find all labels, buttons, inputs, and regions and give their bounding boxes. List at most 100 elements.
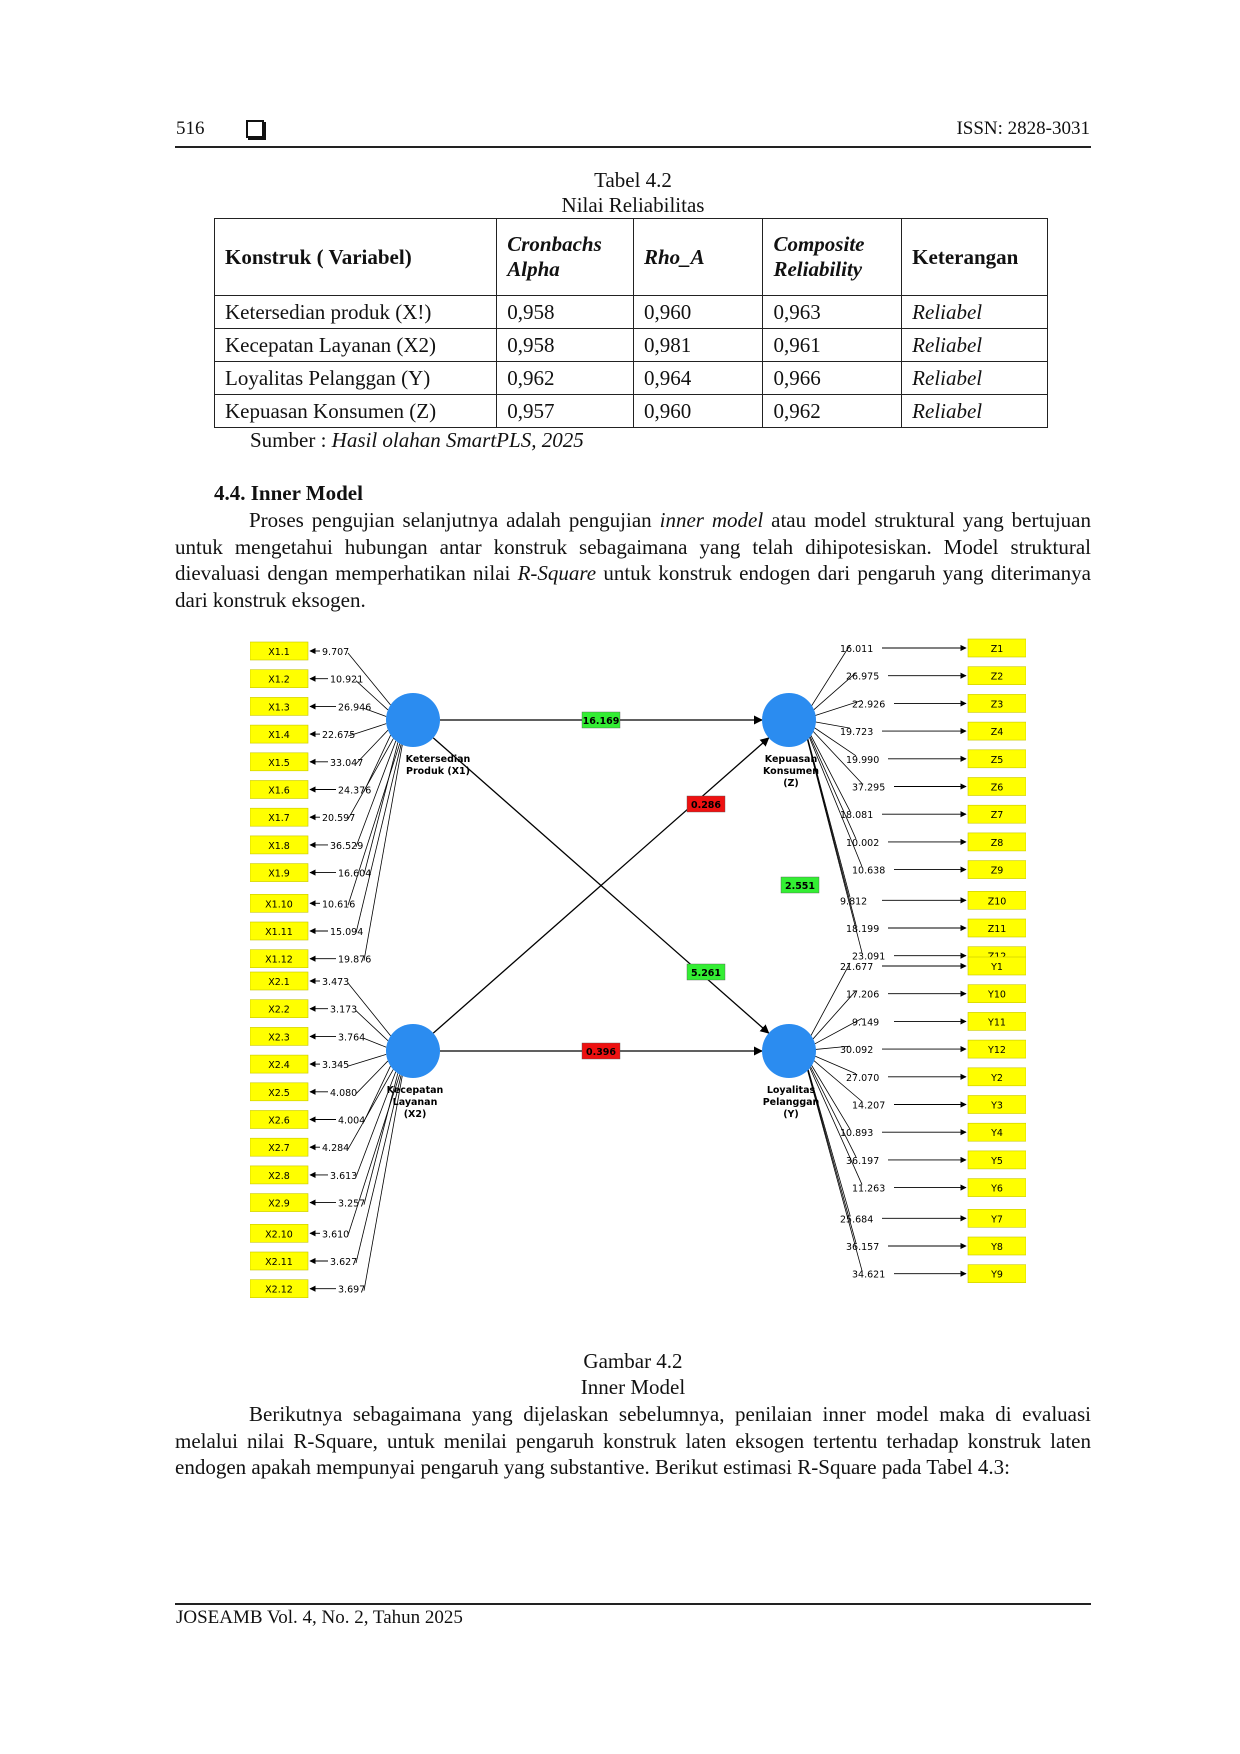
x1-indicator-box (250, 949, 309, 969)
z-loading-value: 37.295 (852, 783, 885, 794)
x2-indicator-box (250, 1110, 309, 1129)
x2-loading-value: 3.613 (330, 1171, 357, 1182)
y-loading-line (804, 990, 857, 1048)
y-indicator-box (967, 1067, 1026, 1087)
y-loading-value: 9.149 (852, 1017, 879, 1028)
path-coefficient-box (581, 711, 621, 729)
z-indicator-label: Z3 (991, 699, 1004, 710)
path-coefficient-value: 5.261 (691, 968, 721, 979)
y-indicator-box (967, 1095, 1026, 1114)
z-indicator-box (967, 860, 1026, 879)
x1-loading-value: 9.707 (322, 647, 349, 658)
x1-loading-line (355, 680, 389, 711)
header-konstruk: Konstruk ( Variabel) (213, 218, 498, 296)
x2-loading-value: 3.173 (330, 1005, 357, 1016)
z-loading-value: 22.926 (852, 699, 885, 710)
page-number: 516 (176, 118, 205, 139)
y-loading-line (804, 962, 851, 1047)
x2-loading-value: 3.257 (338, 1199, 365, 1210)
y-loading-line (804, 1061, 863, 1271)
x2-indicator-label: X2.5 (268, 1088, 290, 1099)
table-cell: 0,964 (632, 361, 764, 395)
table-caption-title: Nilai Reliabilitas (561, 193, 705, 217)
x1-indicator-label: X1.3 (268, 702, 290, 713)
table-cell: Reliabel (901, 295, 1048, 329)
construct-z-label: Konsumen (763, 766, 819, 777)
z-indicator-label: Z5 (991, 755, 1004, 766)
table-cell: Reliabel (901, 328, 1048, 362)
x1-indicator-label: X1.2 (268, 675, 290, 686)
table-cell: 0,981 (632, 328, 764, 362)
table-source-text: Hasil olahan SmartPLS, 2025 (331, 428, 584, 452)
x2-loading-line (347, 1069, 394, 1150)
x1-indicator-box (250, 669, 309, 689)
reliability-table: Konstruk ( Variabel) Cronbachs Alpha Rho… (213, 218, 1048, 428)
z-indicator-label: Z7 (991, 810, 1004, 821)
x1-indicator-label: X1.6 (268, 786, 290, 797)
table-cell: 0,958 (496, 328, 634, 362)
x2-indicator-box (250, 1027, 309, 1046)
figure-caption-number: Gambar 4.2 (583, 1349, 683, 1373)
x1-indicator-label: X1.9 (268, 869, 290, 880)
x1-loading-line (347, 723, 387, 737)
para-text: Berikutnya sebagaimana yang dijelaskan s… (175, 1402, 1091, 1479)
construct-x1-label: Ketersedian (406, 754, 471, 765)
construct-z-label: Kepuasan (765, 754, 818, 765)
z-indicator-label: Z1 (991, 644, 1004, 655)
x1-loading-value: 24.376 (338, 786, 371, 797)
z-loading-value: 10.002 (846, 838, 879, 849)
footer-rule (175, 1603, 1091, 1605)
z-loading-value: 10.638 (852, 866, 885, 877)
z-loading-line (804, 724, 851, 812)
z-indicator-label: Z2 (991, 672, 1004, 683)
x2-indicator-label: X2.2 (268, 1005, 290, 1016)
x2-loading-value: 3.627 (330, 1257, 357, 1268)
x1-indicator-box (250, 724, 309, 744)
x2-indicator-box (250, 1054, 309, 1074)
paragraph-r-square: Berikutnya sebagaimana yang dijelaskan s… (175, 1401, 1091, 1481)
construct-z-circle (762, 693, 816, 747)
x2-loading-value: 3.610 (322, 1229, 349, 1240)
table-cell: 0,963 (762, 295, 903, 329)
z-indicator-box (967, 891, 1026, 910)
z-indicator-label: Z9 (991, 866, 1004, 877)
x1-loading-line (347, 738, 394, 820)
z-loading-line (804, 729, 857, 926)
z-indicator-box (967, 804, 1026, 824)
z-loading-line (804, 728, 851, 898)
z-indicator-box (967, 749, 1026, 769)
construct-x2-label: Layanan (393, 1097, 438, 1108)
x1-indicator-label: X1.10 (265, 899, 293, 910)
z-indicator-label: Z6 (991, 783, 1004, 794)
z-loading-line (804, 644, 851, 717)
checkbox-square-icon (246, 120, 264, 138)
header-keterangan: Keterangan (901, 218, 1048, 296)
x2-indicator-label: X2.3 (268, 1032, 290, 1043)
x2-loading-line (355, 1010, 389, 1042)
construct-y-label: Pelanggan (763, 1097, 820, 1108)
y-indicator-label: Y4 (990, 1128, 1003, 1139)
y-indicator-label: Y11 (987, 1017, 1006, 1028)
y-loading-value: 11.263 (852, 1184, 885, 1195)
x1-loading-value: 36.529 (330, 841, 363, 852)
construct-x2-circle (386, 1024, 440, 1078)
y-indicator-label: Y1 (990, 962, 1003, 973)
path-coefficient-value: 0.286 (691, 800, 721, 811)
table-source-label: Sumber : (250, 428, 332, 452)
path-x2-z (432, 737, 770, 1034)
y-loading-value: 27.070 (846, 1073, 879, 1084)
header-cronbachs-alpha: Cronbachs Alpha (496, 218, 634, 296)
x1-loading-value: 16.604 (338, 869, 371, 880)
x2-loading-line (355, 1060, 389, 1095)
table-cell: Kepuasan Konsumen (Z) (213, 394, 498, 428)
x2-indicator-box (250, 1279, 309, 1299)
x2-indicator-label: X2.10 (265, 1229, 293, 1240)
table-caption-number: Tabel 4.2 (594, 168, 672, 192)
z-indicator-box (967, 721, 1026, 741)
construct-y-label: Loyalitas (767, 1085, 816, 1096)
y-loading-value: 36.197 (846, 1156, 879, 1167)
z-loading-value: 19.990 (846, 755, 879, 766)
x2-indicator-label: X2.1 (268, 977, 290, 988)
y-indicator-box (967, 1236, 1026, 1256)
